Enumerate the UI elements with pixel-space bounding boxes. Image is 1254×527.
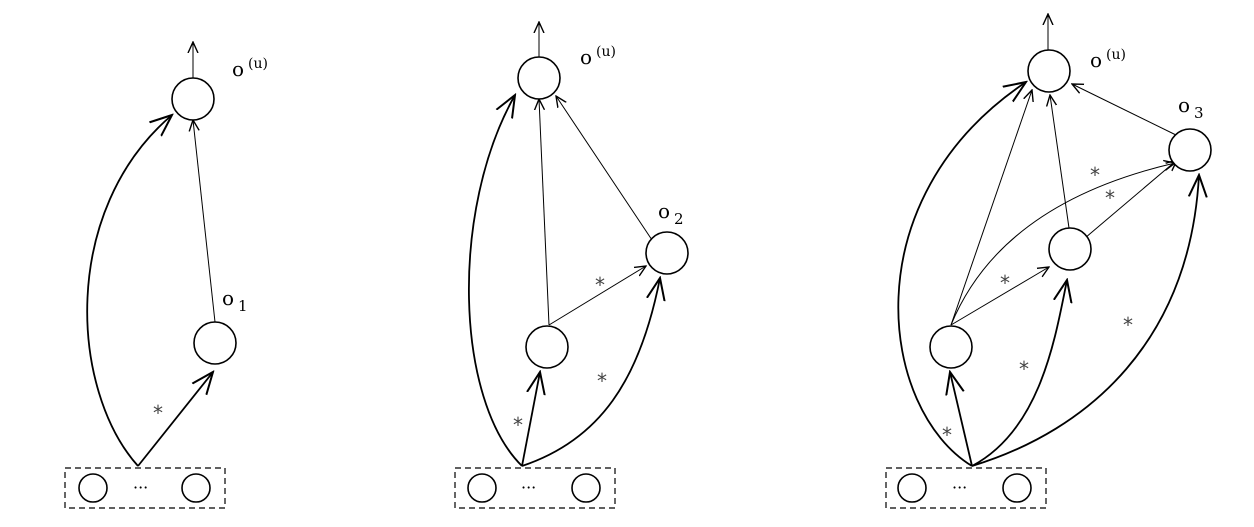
- output-label-base: o: [580, 45, 592, 69]
- weight-star: *: [1123, 313, 1133, 337]
- edge-input-to-o1: [137, 372, 213, 467]
- weight-star: *: [1000, 271, 1010, 295]
- hidden-node-o1: [193, 321, 237, 365]
- edge-input-to-output: [897, 82, 1026, 467]
- weight-star: *: [513, 413, 523, 437]
- hidden-label-base: o: [222, 286, 234, 310]
- hidden-label-sub: 1: [238, 297, 248, 315]
- edge-h1-to-output: [539, 99, 550, 326]
- hidden-node: [929, 325, 973, 369]
- output-label: o(u): [1090, 47, 1126, 72]
- edge-input-to-output: [467, 95, 523, 467]
- edge-input-to-output: [86, 115, 172, 467]
- hidden-node: [525, 325, 569, 369]
- hidden-label-sub: 3: [1194, 104, 1204, 122]
- input-node: [571, 473, 601, 503]
- input-node: [467, 473, 497, 503]
- weight-star: *: [1090, 163, 1100, 187]
- input-ellipsis: ···: [952, 478, 967, 497]
- output-label: o(u): [232, 56, 268, 81]
- edge-h1-to-output: [950, 90, 1032, 326]
- output-label-sup: (u): [1106, 47, 1126, 63]
- edge-o1-to-output: [193, 120, 216, 323]
- hidden-node-o3: [1168, 128, 1212, 172]
- output-label-sup: (u): [248, 56, 268, 72]
- edge-input-to-o3: [971, 175, 1199, 467]
- output-node: [517, 56, 561, 100]
- input-node: [897, 473, 927, 503]
- output-label-base: o: [1090, 48, 1102, 72]
- edge-input-to-h1: [521, 372, 540, 467]
- edge-h1-to-o2: [548, 266, 646, 326]
- edge-h2-to-o3: [1084, 160, 1177, 239]
- weight-star: *: [1019, 357, 1029, 381]
- weight-star: *: [153, 401, 163, 425]
- output-label: o(u): [580, 44, 616, 69]
- edge-o2-to-output: [556, 96, 653, 241]
- hidden-label-base: o: [1178, 93, 1190, 117]
- input-ellipsis: ···: [521, 478, 536, 497]
- edge-o3-to-output: [1072, 84, 1177, 136]
- input-layer-box: [885, 467, 1047, 509]
- output-node: [171, 77, 215, 121]
- weight-star: *: [597, 369, 607, 393]
- input-node: [78, 473, 108, 503]
- edge-input-to-h2: [971, 280, 1067, 467]
- edge-h2-to-output: [1050, 95, 1070, 229]
- edge-input-to-o2: [521, 278, 660, 467]
- output-node: [1027, 49, 1071, 93]
- weight-star: *: [942, 423, 952, 447]
- edge-input-to-h1: [950, 372, 973, 467]
- hidden-label-base: o: [658, 199, 670, 223]
- edge-h1-to-h2: [950, 267, 1049, 326]
- weight-star: *: [1105, 186, 1115, 210]
- input-node: [181, 473, 211, 503]
- edge-h1-to-o3: [950, 163, 1175, 326]
- hidden-node: [1048, 227, 1092, 271]
- input-node: [1002, 473, 1032, 503]
- input-ellipsis: ···: [133, 478, 148, 497]
- hidden-label-sub: 2: [674, 210, 684, 228]
- output-label-base: o: [232, 57, 244, 81]
- weight-star: *: [595, 273, 605, 297]
- hidden-node-o2: [645, 231, 689, 275]
- input-layer-box: [64, 467, 226, 509]
- output-label-sup: (u): [596, 44, 616, 60]
- input-layer-box: [454, 467, 616, 509]
